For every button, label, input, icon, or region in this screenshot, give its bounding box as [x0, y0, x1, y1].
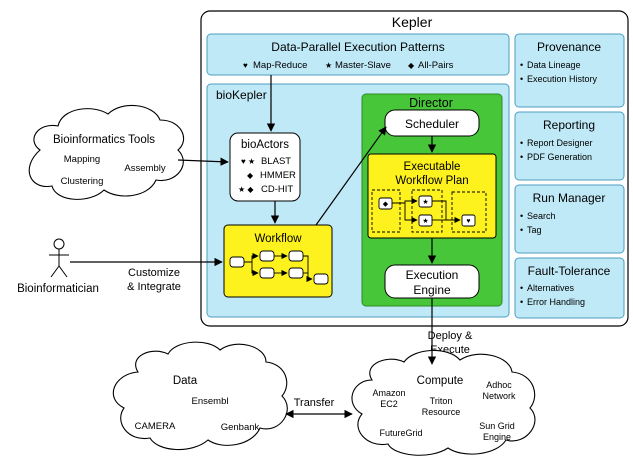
- pattern-label-master-slave: Master-Slave: [335, 60, 391, 71]
- side-panel-fault-tolerance: Fault-Tolerance • Alternatives • Error H…: [514, 257, 625, 319]
- svg-text:•: •: [520, 297, 523, 307]
- side-panel-run-manager: Run Manager • Search • Tag: [514, 184, 625, 254]
- bioactor-label-cdhit: CD-HIT: [261, 184, 293, 195]
- provenance-item: Execution History: [527, 74, 598, 84]
- data-item-ensembl: Ensembl: [192, 396, 229, 407]
- data-item-genbank: Genbank: [221, 422, 260, 433]
- plan-mini-graph: ◆ ★ ★ ♥: [371, 189, 487, 233]
- fault-tolerance-item: Alternatives: [527, 283, 575, 293]
- patterns-title: Data-Parallel Execution Patterns: [271, 40, 444, 54]
- arrow-workflow-to-scheduler: [315, 126, 387, 226]
- plan-title-line1: Executable: [404, 161, 461, 173]
- tools-item-mapping: Mapping: [64, 154, 100, 165]
- pattern-symbol-all-pairs: ◆: [408, 61, 415, 70]
- workflow-box: [223, 224, 333, 298]
- svg-text:♥: ♥: [466, 218, 470, 225]
- compute-item-amazon: EC2: [380, 399, 398, 409]
- pattern-label-all-pairs: All-Pairs: [418, 60, 454, 71]
- svg-text:◆: ◆: [383, 201, 389, 208]
- svg-text:★: ★: [422, 198, 428, 206]
- director-title: Director: [409, 96, 453, 110]
- bioactors-title: bioActors: [241, 139, 289, 151]
- bioactor-symbol-cdhit: ★ ◆: [238, 185, 254, 194]
- compute-item-triton: Resource: [422, 407, 461, 417]
- person-label: Bioinformatician: [17, 283, 99, 295]
- scheduler-title: Scheduler: [405, 117, 459, 131]
- svg-text:•: •: [520, 74, 523, 84]
- compute-item-adhoc: Network: [482, 391, 516, 401]
- svg-text:•: •: [520, 211, 523, 221]
- run-manager-item: Tag: [527, 225, 542, 235]
- tools-cloud-title: Bioinformatics Tools: [53, 134, 155, 146]
- side-panel-reporting: Reporting • Report Designer • PDF Genera…: [514, 111, 625, 181]
- pattern-label-map-reduce: Map-Reduce: [253, 60, 307, 71]
- tools-item-assembly: Assembly: [124, 163, 165, 174]
- compute-cloud-title: Compute: [417, 375, 464, 387]
- compute-item-triton: Triton: [430, 396, 453, 406]
- reporting-item: PDF Generation: [527, 152, 592, 162]
- svg-text:•: •: [520, 225, 523, 235]
- reporting-item: Report Designer: [527, 138, 593, 148]
- engine-title-line2: Engine: [413, 283, 451, 297]
- provenance-item: Data Lineage: [527, 60, 581, 70]
- data-cloud-title: Data: [173, 375, 198, 387]
- biokepler-title: bioKepler: [216, 88, 267, 102]
- svg-text:•: •: [520, 138, 523, 148]
- plan-title-line2: Workflow Plan: [395, 175, 468, 187]
- deploy-label-line1: Deploy &: [428, 330, 473, 342]
- side-panel-provenance: Provenance • Data Lineage • Execution Hi…: [514, 33, 625, 108]
- engine-title-line1: Execution: [406, 268, 459, 282]
- svg-text:•: •: [520, 60, 523, 70]
- bioactor-symbol-hmmer: ◆: [247, 171, 254, 180]
- fault-tolerance-item: Error Handling: [527, 297, 585, 307]
- transfer-label: Transfer: [294, 397, 335, 409]
- bioactors-box: [229, 132, 301, 202]
- bioactor-symbol-blast: ♥ ★: [241, 157, 255, 166]
- svg-text:•: •: [520, 283, 523, 293]
- patterns-box: [206, 33, 510, 76]
- reporting-title: Reporting: [543, 118, 595, 132]
- kepler-title: Kepler: [392, 14, 433, 30]
- arrows: [70, 75, 437, 419]
- provenance-title: Provenance: [537, 40, 601, 54]
- pattern-symbol-master-slave: ★: [325, 61, 332, 70]
- compute-cloud-shape: [351, 349, 536, 456]
- run-manager-title: Run Manager: [533, 191, 606, 205]
- data-cloud-shape: [112, 341, 288, 451]
- compute-item-sungrid: Sun Grid: [479, 421, 515, 431]
- customize-label-line1: Customize: [128, 267, 180, 279]
- compute-item-futuregrid: FutureGrid: [379, 428, 422, 438]
- person-icon: [49, 238, 69, 278]
- pattern-symbol-map-reduce: ♥: [243, 61, 248, 70]
- svg-text:★: ★: [422, 217, 428, 225]
- compute-item-adhoc: Adhoc: [486, 380, 512, 390]
- workflow-title: Workflow: [254, 233, 302, 245]
- arrow-tools-to-bioactors: [177, 157, 229, 166]
- compute-item-amazon: Amazon: [372, 388, 405, 398]
- run-manager-item: Search: [527, 211, 556, 221]
- data-item-camera: CAMERA: [135, 421, 176, 432]
- compute-item-sungrid: Engine: [483, 432, 511, 442]
- fault-tolerance-title: Fault-Tolerance: [528, 264, 611, 278]
- tools-item-clustering: Clustering: [61, 176, 104, 187]
- bioactor-label-hmmer: HMMER: [260, 170, 296, 181]
- tools-cloud-shape: [28, 104, 184, 200]
- bioactor-label-blast: BLAST: [261, 156, 291, 167]
- workflow-mini-graph: [229, 250, 329, 285]
- svg-text:•: •: [520, 152, 523, 162]
- customize-label-line2: & Integrate: [127, 281, 181, 293]
